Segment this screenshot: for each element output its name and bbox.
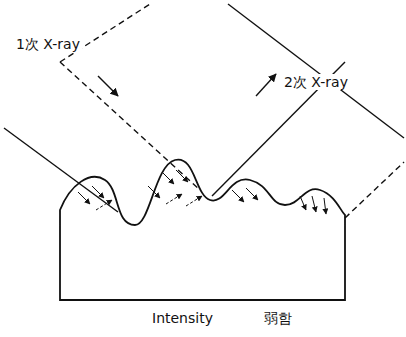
ray-arrow	[96, 200, 112, 210]
wavefront	[60, 4, 150, 62]
beam-edge	[4, 128, 118, 212]
ray-arrow	[186, 196, 202, 206]
ray-arrow	[324, 198, 326, 214]
ray-arrow	[148, 186, 160, 198]
ray-arrow	[300, 196, 306, 210]
direction-arrow	[256, 74, 276, 96]
ray-arrow	[92, 186, 104, 198]
beam-edge	[60, 62, 200, 190]
ray-arrow	[176, 170, 188, 182]
beam-edge	[345, 162, 404, 218]
ray-arrow	[162, 172, 174, 184]
ray-arrow	[78, 192, 90, 204]
wavefront	[228, 4, 404, 138]
rough-sample	[60, 160, 345, 300]
ray-arrow	[246, 188, 258, 200]
ray-arrow	[166, 194, 182, 204]
text-label: 弱함	[262, 310, 294, 326]
text-label: 1次 X-ray	[14, 36, 82, 52]
ray-arrow	[312, 196, 316, 212]
direction-arrow	[98, 76, 118, 96]
text-label: Intensity	[150, 310, 215, 326]
text-label: 2次 X-ray	[282, 74, 350, 90]
ray-arrow	[232, 190, 244, 202]
